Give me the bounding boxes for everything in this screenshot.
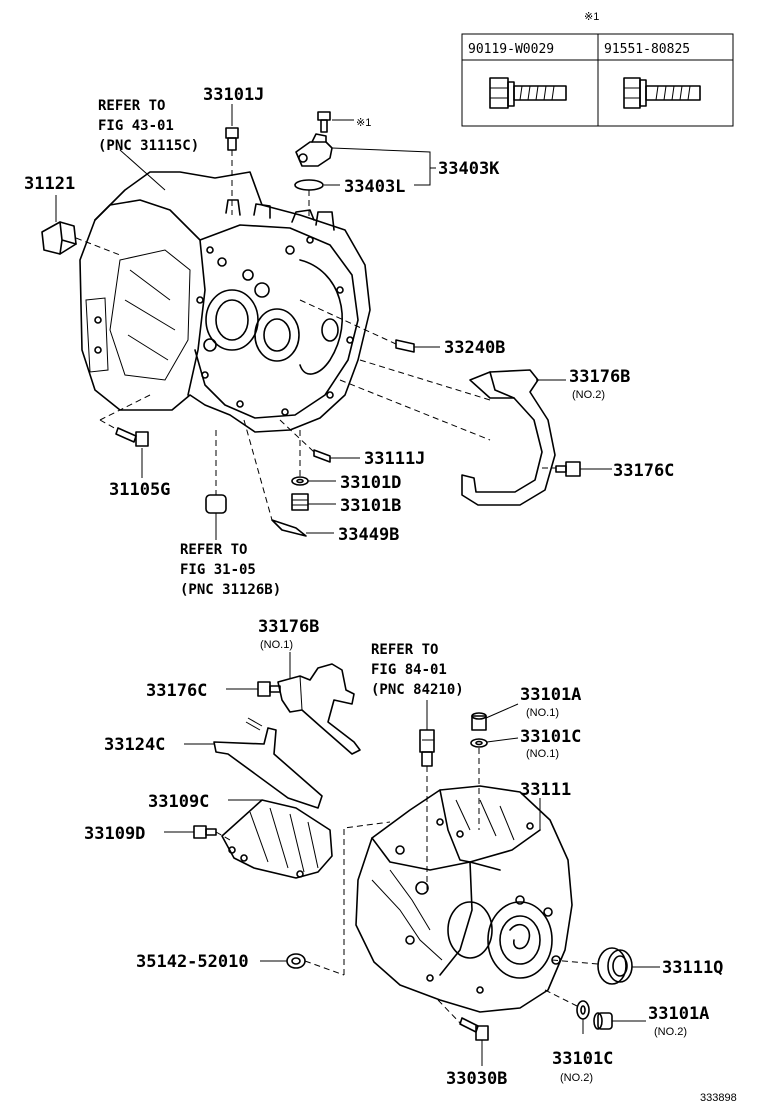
label-33124C: 33124C <box>104 735 165 755</box>
washer-bolt-icon <box>489 77 567 109</box>
label-31105G: 31105G <box>109 480 170 500</box>
bushing-31121-drawing <box>41 221 121 256</box>
label-33176C-bottom: 33176C <box>146 681 207 701</box>
diagram-id: 333898 <box>700 1092 737 1104</box>
bolt-33030B-drawing <box>459 1017 489 1041</box>
label-33101A-bottom: 33101A <box>648 1004 709 1024</box>
ref-fig84-line1: REFER TO <box>371 642 438 658</box>
plug-33101A-no1-drawing <box>471 712 487 731</box>
seal-33449B-drawing <box>243 419 307 537</box>
grommet-35142-drawing <box>286 953 345 976</box>
gasket-33101C-no1-drawing <box>470 738 488 830</box>
bolt-33176C-top-drawing <box>542 461 581 477</box>
label-33449B: 33449B <box>338 525 399 545</box>
bracket-33403K-drawing <box>294 133 333 218</box>
label-33101C-bottom-no2: (NO.2) <box>560 1072 593 1084</box>
plug-fig31-drawing <box>205 430 227 514</box>
bolt-mark1-drawing <box>317 111 331 133</box>
label-33176B-top: 33176B <box>569 367 630 387</box>
bolt-table-part-b: 91551-80825 <box>604 42 690 57</box>
bolt-table: ※1 90119-W0029 91551-80825 <box>461 11 734 127</box>
gasket-33101C-no2-drawing <box>544 989 590 1020</box>
ref-fig31-line1: REFER TO <box>180 542 247 558</box>
ref-fig43-line3: (PNC 31115C) <box>98 138 199 154</box>
label-33111Q: 33111Q <box>662 958 723 978</box>
label-33109D: 33109D <box>84 824 145 844</box>
label-33176B-bottom: 33176B <box>258 617 319 637</box>
label-33030B: 33030B <box>446 1069 507 1089</box>
label-33403K: 33403K <box>438 159 500 179</box>
label-33111J: 33111J <box>364 449 425 469</box>
sensor-84210-drawing <box>419 729 435 890</box>
part-labels: REFER TO FIG 43-01 (PNC 31115C) 33101J 3… <box>24 85 737 1104</box>
ref-fig43-line1: REFER TO <box>98 98 165 114</box>
bolt-table-part-a: 90119-W0029 <box>468 42 554 57</box>
label-33101J: 33101J <box>203 85 264 105</box>
strap-33176B-no2-drawing <box>339 359 556 506</box>
label-33101C-bottom: 33101C <box>552 1049 613 1069</box>
label-33176B-top-no2: (NO.2) <box>572 389 605 401</box>
oil-seal-33111Q-drawing <box>551 947 633 985</box>
label-33101B: 33101B <box>340 496 401 516</box>
label-33240B: 33240B <box>444 338 505 358</box>
label-33101A-top-no1: (NO.1) <box>526 707 559 719</box>
label-33111: 33111 <box>520 780 571 800</box>
label-33101C-top: 33101C <box>520 727 581 747</box>
ref-fig43-line2: FIG 43-01 <box>98 118 174 134</box>
ref-fig84-line2: FIG 84-01 <box>371 662 447 678</box>
bolt-table-mark: ※1 <box>584 11 599 23</box>
bracket-33176B-no1-drawing <box>277 663 361 755</box>
plug-33101J-drawing <box>225 127 239 215</box>
label-33101A-top: 33101A <box>520 685 581 705</box>
ref-fig31-line3: (PNC 31126B) <box>180 582 281 598</box>
label-33176B-bottom-no1: (NO.1) <box>260 639 293 651</box>
bolt-31105G-drawing <box>99 394 151 447</box>
label-33403L: 33403L <box>344 177 405 197</box>
transaxle-housing-drawing <box>79 171 371 433</box>
bolt-33176C-bottom-drawing <box>257 681 281 697</box>
gasket-33101D-drawing <box>291 476 309 486</box>
label-33101C-top-no1: (NO.1) <box>526 748 559 760</box>
cover-33109C-drawing <box>221 799 333 879</box>
flange-bolt-icon <box>623 77 701 109</box>
plate-33124C-drawing <box>213 717 323 809</box>
label-33176C-top: 33176C <box>613 461 674 481</box>
label-33101D: 33101D <box>340 473 401 493</box>
ref-fig84-line3: (PNC 84210) <box>371 682 464 698</box>
plug-33101B-drawing <box>291 430 309 511</box>
plug-33101A-no2-drawing <box>593 1012 613 1030</box>
label-33101A-bottom-no2: (NO.2) <box>654 1026 687 1038</box>
pin-33240B-drawing <box>299 299 415 353</box>
ref-fig31-line2: FIG 31-05 <box>180 562 256 578</box>
label-33109C: 33109C <box>148 792 209 812</box>
pin-33111J-drawing <box>279 419 331 463</box>
label-35142-52010: 35142-52010 <box>136 952 249 972</box>
label-mark1: ※1 <box>356 117 371 129</box>
label-31121: 31121 <box>24 174 75 194</box>
